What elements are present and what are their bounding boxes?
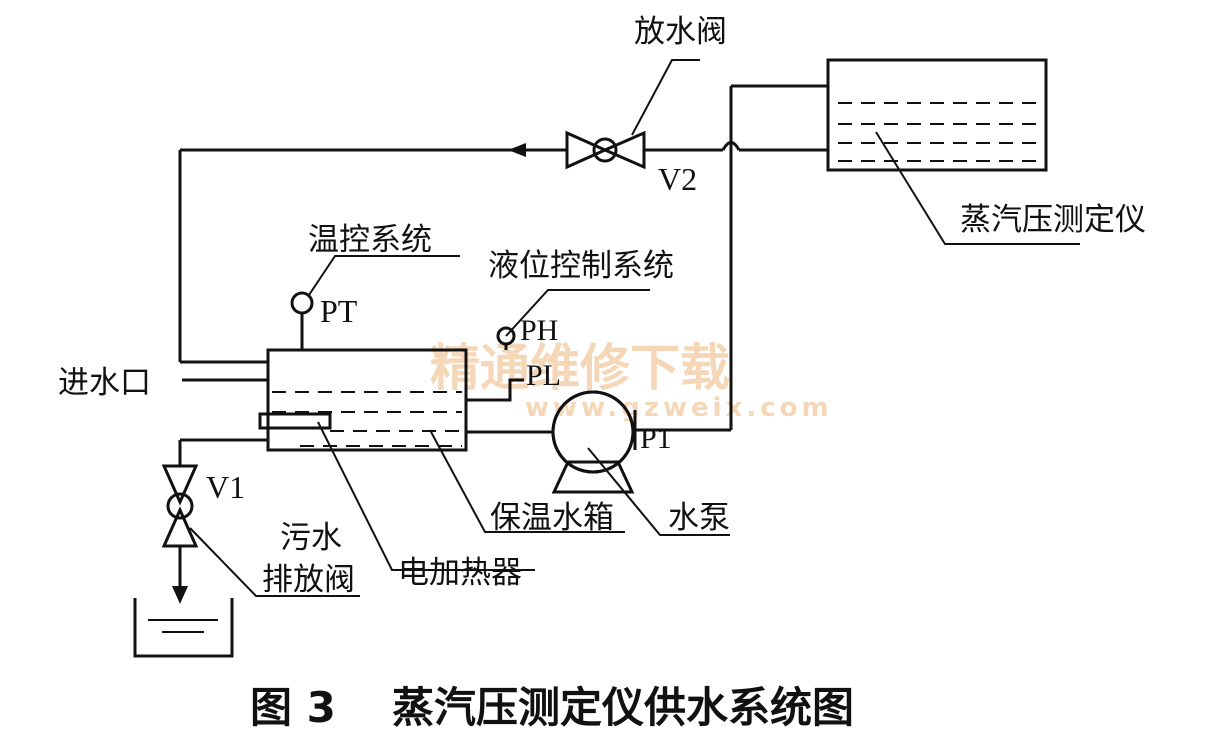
temp-control-leader-line [308, 255, 460, 296]
v2-label: V2 [658, 161, 697, 197]
pump-leader-line [587, 447, 730, 536]
drain-valve-leader-line [631, 59, 700, 136]
pump-label: 水泵 [668, 500, 730, 536]
ph-label: PH [520, 314, 558, 347]
temp-control-label: 温控系统 [308, 222, 432, 258]
level-control-label: 液位控制系统 [488, 248, 674, 284]
electric-heater-icon [258, 412, 332, 430]
valve-v2-icon [565, 130, 646, 170]
drain-pipe [172, 438, 268, 604]
supply-pipe [635, 84, 828, 432]
temperature-sensor-icon [290, 291, 314, 350]
sewage-label-line2: 排放阀 [262, 562, 355, 598]
heater-leader-line [317, 421, 535, 571]
valve-v1-icon [161, 464, 199, 548]
meter-leader-line [875, 131, 1080, 245]
level-control-leader-line [505, 289, 650, 337]
water-pump-icon [551, 390, 637, 494]
tank-label: 保温水箱 [490, 500, 614, 536]
heater-label: 电加热器 [398, 555, 522, 591]
v1-label: V1 [206, 469, 245, 505]
figure-number: 图 3 [250, 683, 336, 732]
flow-arrow-icon [508, 143, 526, 157]
drain-basin-icon [133, 598, 234, 658]
vapor-pressure-meter [826, 58, 1048, 172]
meter-label: 蒸汽压测定仪 [960, 202, 1146, 238]
watermark-text: 精通维修下载 [430, 338, 730, 397]
watermark-url: www.gzweix.com [525, 393, 833, 423]
sewage-label-line1: 污水 [280, 520, 342, 556]
sewage-valve-leader-line [189, 527, 360, 597]
drain-valve-top-label: 放水阀 [634, 14, 727, 50]
inlet-label: 进水口 [58, 365, 151, 401]
p1-label: P1 [640, 422, 672, 455]
pt-label: PT [320, 293, 358, 329]
pl-label: PL [526, 359, 561, 392]
return-pipe [178, 141, 828, 364]
figure-title: 蒸汽压测定仪供水系统图 [392, 683, 854, 732]
level-sensor-icon [466, 326, 524, 402]
tank-leader-line [429, 429, 625, 533]
